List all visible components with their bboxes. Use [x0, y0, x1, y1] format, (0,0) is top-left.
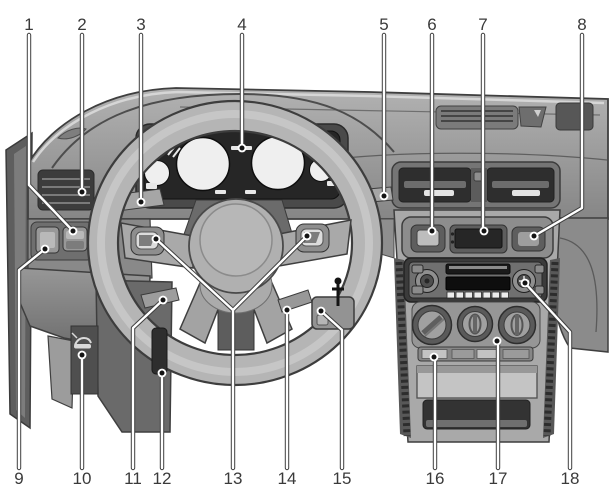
callout-18-label: 18: [561, 469, 580, 488]
steering-left-button: [130, 226, 165, 256]
callout-11: 11: [124, 295, 168, 488]
callout-16: 16: [426, 352, 445, 488]
callout-9-line-fill: [17, 247, 47, 470]
callout-15-line-fill: [319, 309, 344, 470]
callout-1-line-fill: [27, 33, 75, 233]
ignition-key-icon: [332, 277, 344, 306]
speaker-grille: [555, 102, 594, 131]
radio-display: [445, 276, 511, 291]
callout-11-line-fill: [131, 298, 165, 470]
steering-spokes-hub: [120, 198, 352, 345]
callout-5-label: 5: [379, 15, 388, 34]
callout-15-dot-core: [318, 308, 324, 314]
callout-8-line-fill: [532, 33, 584, 238]
hazard-switch: [410, 224, 446, 253]
callout-12-label: 12: [153, 469, 172, 488]
callout-7-label: 7: [478, 15, 487, 34]
tachometer-gauge: [175, 136, 231, 192]
callout-17-label: 17: [489, 469, 508, 488]
callout-9: 9: [14, 244, 50, 488]
callout-8: 8: [529, 15, 587, 241]
callout-7: 7: [478, 15, 489, 236]
steering-right-button: [295, 223, 330, 253]
callout-11-label: 11: [124, 469, 142, 488]
callout-17: 17: [489, 336, 508, 488]
callout-13: 13: [151, 231, 312, 488]
callout-14: 14: [278, 305, 297, 488]
callout-9-label: 9: [14, 469, 23, 488]
radio-unit: [403, 257, 548, 303]
left-switch-panel: [30, 221, 94, 261]
callout-2: 2: [77, 15, 87, 197]
defroster-vent: [435, 105, 519, 130]
callout-14-label: 14: [278, 469, 297, 488]
callout-13-label: 13: [224, 469, 243, 488]
callout-12: 12: [153, 368, 172, 488]
callout-18-line-fill: [523, 281, 572, 470]
callout-9-dot-core: [42, 246, 48, 252]
callout-7-dot-core: [481, 228, 487, 234]
callout-1-dot-core: [70, 228, 76, 234]
callout-18-dot-core: [522, 280, 528, 286]
callout-12-dot-core: [159, 370, 165, 376]
callout-4-dot-core: [239, 145, 245, 151]
callout-18: 18: [520, 278, 580, 488]
fan-knob: [497, 305, 537, 345]
callout-6-dot-core: [429, 228, 435, 234]
temperature-knob: [411, 304, 453, 346]
callout-8-label: 8: [577, 15, 586, 34]
callout-11-dot-core: [160, 297, 166, 303]
corner-vent: [518, 106, 547, 128]
callout-14-dot-core: [284, 307, 290, 313]
callout-13-dot-core: [153, 236, 159, 242]
callout-6: 6: [427, 15, 437, 236]
hood-release-icon: [71, 332, 92, 349]
callout-16-dot-core: [431, 354, 437, 360]
center-vents: [391, 161, 561, 209]
storage-cubby: [422, 399, 531, 430]
airflow-knob: [456, 305, 494, 343]
callout-4: 4: [237, 15, 247, 153]
callout-10-label: 10: [73, 469, 92, 488]
callout-1: 1: [24, 15, 78, 236]
callout-2-dot-core: [79, 189, 85, 195]
upper-switch-row: [401, 216, 554, 259]
callout-13-line-fill: [154, 234, 309, 470]
callout-17-dot-core: [494, 338, 500, 344]
callout-6-label: 6: [427, 15, 436, 34]
callout-8-dot-core: [531, 233, 537, 239]
callout-3-label: 3: [136, 15, 145, 34]
radio-preset-buttons: [446, 291, 509, 299]
callout-10: 10: [73, 350, 92, 488]
callout-10-dot-core: [79, 352, 85, 358]
callout-1-label: 1: [24, 15, 33, 34]
callout-3: 3: [136, 15, 146, 207]
callout-15: 15: [316, 306, 352, 488]
callout-3-dot-core: [138, 199, 144, 205]
callout-16-label: 16: [426, 469, 445, 488]
callout-4-label: 4: [237, 15, 246, 34]
callout-5: 5: [379, 15, 389, 201]
climate-controls: [411, 301, 541, 362]
callout-5-dot-core: [381, 193, 387, 199]
callout-2-label: 2: [77, 15, 86, 34]
tilt-adjust-lever: [151, 327, 168, 375]
callout-13-dot-core: [304, 233, 310, 239]
clock-display: [449, 224, 508, 254]
callout-15-label: 15: [333, 469, 352, 488]
